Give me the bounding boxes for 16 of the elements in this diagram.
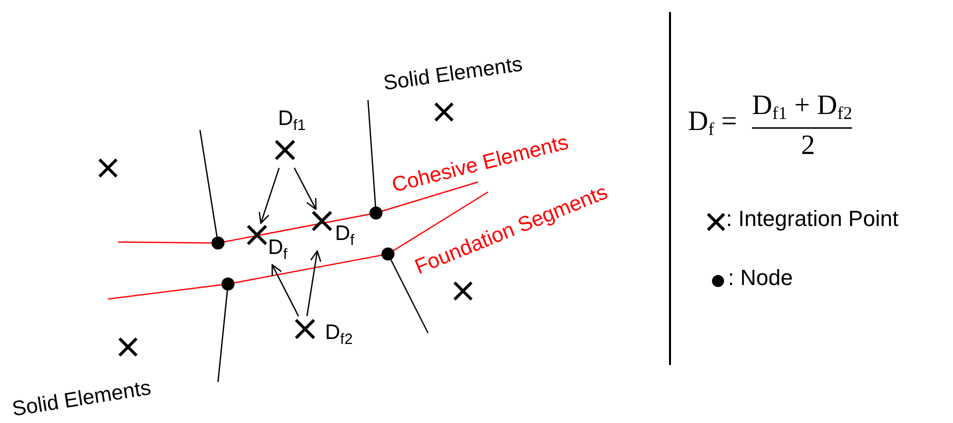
arrow [294,168,317,210]
point-label: D$_{f1}$ [278,108,306,133]
legend-text: : Integration Point [726,208,898,230]
region-label: Solid Elements [10,377,152,420]
point-label: D$_{f2}$ [325,322,353,347]
formula-text: D$_{f}$ = [688,108,738,138]
formula-denominator: 2 [801,132,815,160]
point-label: D$_{f}$ [268,237,288,262]
arrow [306,250,322,316]
arrow [258,168,280,224]
region-label: Solid Elements [382,54,524,94]
region-label: Cohesive Elements [390,132,571,196]
point-label: D$_{f}$ [335,223,354,248]
formula-numerator: D$_{f1}$ + D$_{f2}$ [752,92,852,122]
legend-text: : Node [728,267,793,289]
arrow [272,264,300,316]
